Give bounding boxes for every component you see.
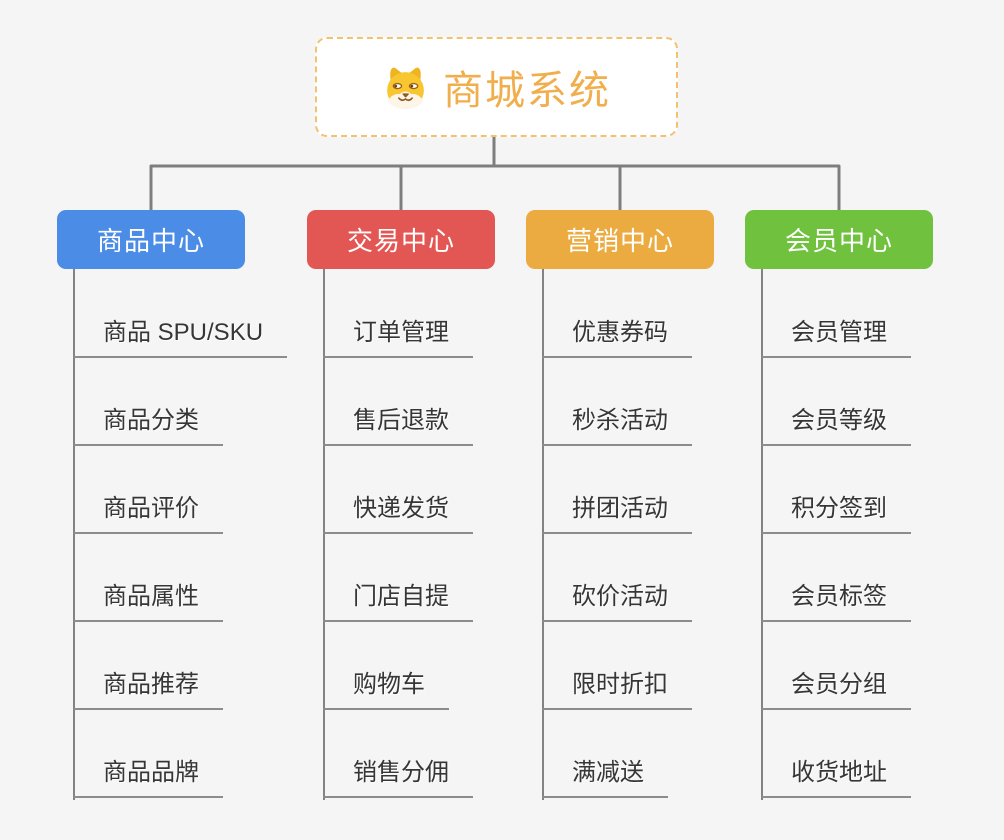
branch-node-trade-center[interactable]: 交易中心 <box>307 210 495 269</box>
leaf-node[interactable]: 收货地址 <box>761 758 911 798</box>
leaf-node[interactable]: 销售分佣 <box>323 758 473 798</box>
leaf-node[interactable]: 商品评价 <box>73 494 223 534</box>
leaf-label: 商品分类 <box>73 406 223 446</box>
leaf-node[interactable]: 商品 SPU/SKU <box>73 318 288 358</box>
branch-spine <box>323 269 325 800</box>
leaf-node[interactable]: 秒杀活动 <box>542 406 692 446</box>
leaf-node[interactable]: 积分签到 <box>761 494 911 534</box>
leaf-node[interactable]: 售后退款 <box>323 406 473 446</box>
leaf-label: 销售分佣 <box>323 758 473 798</box>
root-node[interactable]: 商城系统 <box>315 37 678 137</box>
leaf-label: 限时折扣 <box>542 670 692 710</box>
leaf-label: 会员标签 <box>761 582 911 622</box>
leaf-node[interactable]: 商品属性 <box>73 582 223 622</box>
shiba-dog-icon <box>382 64 429 111</box>
leaf-label: 商品评价 <box>73 494 223 534</box>
leaf-node[interactable]: 拼团活动 <box>542 494 692 534</box>
leaf-node[interactable]: 限时折扣 <box>542 670 692 710</box>
branch-spine <box>73 269 75 800</box>
branch-node-product-center[interactable]: 商品中心 <box>57 210 245 269</box>
leaf-node[interactable]: 会员标签 <box>761 582 911 622</box>
leaf-label: 商品属性 <box>73 582 223 622</box>
branch-node-marketing-center[interactable]: 营销中心 <box>526 210 714 269</box>
leaf-node[interactable]: 购物车 <box>323 670 449 710</box>
branch-spine <box>542 269 544 800</box>
leaf-label: 购物车 <box>323 670 449 710</box>
leaf-label: 秒杀活动 <box>542 406 692 446</box>
leaf-node[interactable]: 会员管理 <box>761 318 911 358</box>
branch-member-center: 会员中心 会员管理 会员等级 积分签到 会员标签 会员分组 收货地址 <box>745 210 995 800</box>
leaf-node[interactable]: 满减送 <box>542 758 668 798</box>
leaf-label: 拼团活动 <box>542 494 692 534</box>
leaf-label: 积分签到 <box>761 494 911 534</box>
leaf-label: 优惠券码 <box>542 318 692 358</box>
root-title: 商城系统 <box>443 69 611 113</box>
branch-trade-center: 交易中心 订单管理 售后退款 快递发货 门店自提 购物车 销售分佣 <box>307 210 557 800</box>
leaf-label: 会员管理 <box>761 318 911 358</box>
leaf-label: 砍价活动 <box>542 582 692 622</box>
leaf-label: 商品推荐 <box>73 670 223 710</box>
leaf-node[interactable]: 砍价活动 <box>542 582 692 622</box>
branch-node-member-center[interactable]: 会员中心 <box>745 210 933 269</box>
leaf-label: 售后退款 <box>323 406 473 446</box>
leaf-label: 快递发货 <box>323 494 473 534</box>
leaf-node[interactable]: 优惠券码 <box>542 318 692 358</box>
leaf-node[interactable]: 商品分类 <box>73 406 223 446</box>
branch-product-center: 商品中心 商品 SPU/SKU 商品分类 商品评价 商品属性 商品推荐 商品品牌 <box>57 210 307 800</box>
leaf-node[interactable]: 会员等级 <box>761 406 911 446</box>
leaf-node[interactable]: 订单管理 <box>323 318 473 358</box>
leaf-node[interactable]: 商品品牌 <box>73 758 223 798</box>
leaf-label: 门店自提 <box>323 582 473 622</box>
leaf-node[interactable]: 快递发货 <box>323 494 473 534</box>
leaf-label: 商品 SPU/SKU <box>73 318 288 358</box>
leaf-label: 满减送 <box>542 758 668 798</box>
leaf-label: 会员等级 <box>761 406 911 446</box>
leaf-label: 商品品牌 <box>73 758 223 798</box>
leaf-node[interactable]: 会员分组 <box>761 670 911 710</box>
leaf-label: 订单管理 <box>323 318 473 358</box>
branch-spine <box>761 269 763 800</box>
leaf-node[interactable]: 商品推荐 <box>73 670 223 710</box>
leaf-label: 收货地址 <box>761 758 911 798</box>
branch-marketing-center: 营销中心 优惠券码 秒杀活动 拼团活动 砍价活动 限时折扣 满减送 <box>526 210 776 800</box>
leaf-label: 会员分组 <box>761 670 911 710</box>
leaf-node[interactable]: 门店自提 <box>323 582 473 622</box>
